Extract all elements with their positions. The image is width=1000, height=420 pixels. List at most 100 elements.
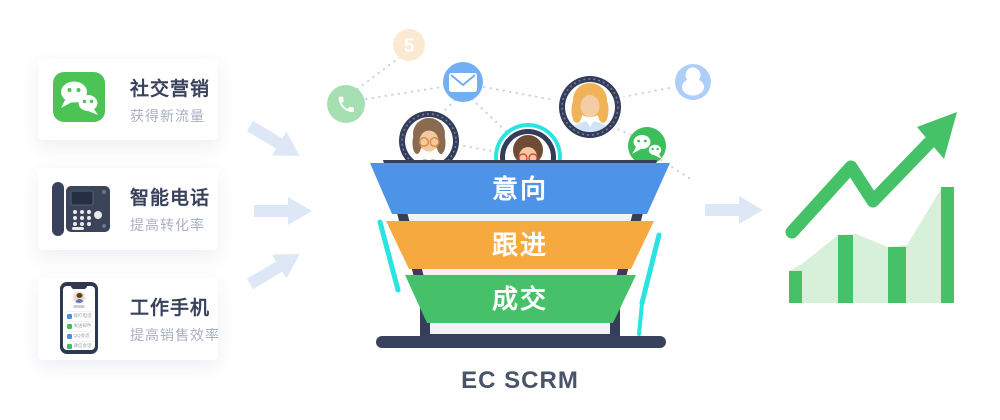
screen-glow-right-low bbox=[637, 301, 644, 336]
phone-menu-item: 微信会话 bbox=[66, 341, 93, 350]
work-phone-screen: 拨打电话 发送邮件 QQ会话 微信会话 bbox=[63, 286, 95, 350]
laptop-base bbox=[376, 336, 666, 348]
hair-side bbox=[597, 97, 609, 123]
glasses bbox=[419, 136, 430, 147]
flow-arrow-middle bbox=[254, 197, 312, 225]
mail-bubble bbox=[443, 62, 483, 102]
desk-phone-handset bbox=[52, 182, 64, 236]
growth-bar bbox=[789, 271, 802, 303]
desk-phone-keypad bbox=[73, 210, 102, 226]
wechat-eye bbox=[656, 147, 659, 151]
flow-arrow-output bbox=[705, 196, 763, 224]
screen-glow-left bbox=[377, 219, 401, 293]
wechat-eye bbox=[67, 88, 72, 92]
growth-bar bbox=[888, 247, 906, 303]
work-phone-icon: 拨打电话 发送邮件 QQ会话 微信会话 bbox=[60, 282, 98, 354]
wechat-eye bbox=[82, 99, 87, 104]
desk-phone-led bbox=[102, 224, 106, 228]
desk-phone-key-bar bbox=[72, 227, 84, 230]
phone-call-icon bbox=[327, 85, 365, 123]
flow-arrow-bottom bbox=[242, 242, 307, 297]
badge-5-label: 5 bbox=[404, 36, 415, 57]
growth-trend-line bbox=[785, 136, 936, 239]
growth-bar bbox=[838, 235, 853, 303]
collar bbox=[585, 119, 595, 127]
funnel-stage-deal-label: 成交 bbox=[492, 284, 548, 314]
phone-menu-item: 发送邮件 bbox=[66, 321, 93, 331]
growth-chart bbox=[785, 112, 957, 303]
channel-subtitle: 获得新流量 bbox=[130, 107, 205, 124]
qq-icon bbox=[67, 334, 72, 339]
avatar-dotted-ring bbox=[561, 78, 619, 136]
mail-icon bbox=[67, 324, 72, 329]
network-line bbox=[483, 86, 555, 101]
badge-5: 5 bbox=[393, 29, 425, 61]
phone-handset-glyph bbox=[338, 96, 355, 113]
hair-side bbox=[436, 132, 446, 154]
channel-card-work-phone: 拨打电话 发送邮件 QQ会话 微信会话 bbox=[38, 278, 220, 360]
envelope-body bbox=[449, 73, 477, 92]
channel-title: 工作手机 bbox=[130, 298, 211, 319]
wechat-eye bbox=[651, 147, 654, 151]
contact-avatar bbox=[72, 291, 86, 304]
avatar-person bbox=[568, 83, 612, 132]
network-line bbox=[622, 86, 675, 98]
avatar-dotted-ring bbox=[401, 113, 457, 169]
wechat-eye bbox=[637, 139, 640, 143]
desk-phone-icon bbox=[52, 182, 110, 236]
wechat-big-tail bbox=[632, 147, 641, 154]
channel-title: 智能电话 bbox=[130, 188, 211, 209]
wechat-icon bbox=[53, 72, 105, 122]
wechat-big-bubble bbox=[633, 135, 651, 149]
wechat-big-bubble bbox=[61, 81, 87, 103]
network-line bbox=[355, 56, 401, 91]
face bbox=[580, 95, 600, 117]
growth-arrow-head bbox=[917, 112, 957, 159]
app-5-icon bbox=[393, 29, 425, 61]
funnel-stage-followup-label: 跟进 bbox=[492, 230, 548, 260]
funnel: 意向 跟进 成交 bbox=[370, 163, 670, 323]
channel-subtitle: 提高销售效率 bbox=[130, 327, 220, 343]
phone-menu: 拨打电话 发送邮件 QQ会话 微信会话 bbox=[66, 311, 93, 350]
funnel-caption: EC SCRM bbox=[461, 367, 579, 394]
hair-side bbox=[571, 97, 583, 123]
qq-penguin-head bbox=[685, 67, 701, 83]
phone-notch bbox=[71, 286, 87, 289]
phone-menu-item: QQ会话 bbox=[66, 331, 93, 341]
wechat-icon bbox=[67, 344, 72, 349]
funnel-stage-intent-label: 意向 bbox=[492, 174, 548, 204]
wechat-small-tail bbox=[654, 154, 662, 159]
phone-menu-label: 拨打电话 bbox=[73, 313, 92, 319]
growth-area bbox=[789, 187, 954, 303]
phone-menu-label: QQ会话 bbox=[73, 333, 90, 339]
screen-glow-right bbox=[639, 232, 662, 306]
growth-bars bbox=[789, 187, 954, 303]
phone-menu-item: 拨打电话 bbox=[66, 311, 93, 321]
wechat-eye bbox=[644, 139, 647, 143]
flow-arrow-top bbox=[242, 113, 307, 168]
funnel-stage-followup bbox=[386, 221, 654, 269]
wechat-eye bbox=[89, 99, 94, 104]
glasses bbox=[429, 136, 440, 147]
call-icon bbox=[67, 314, 72, 319]
channel-title: 社交营销 bbox=[130, 78, 211, 100]
network-line bbox=[365, 86, 443, 100]
avatar-woman-blonde bbox=[555, 72, 625, 142]
contact-name-bar bbox=[73, 305, 85, 308]
channel-card-smart-phone: 智能电话 提高转化率 bbox=[38, 168, 218, 250]
wechat-big-tail bbox=[61, 100, 72, 108]
phone-menu-label: 发送邮件 bbox=[73, 323, 92, 329]
phone-call-bubble bbox=[327, 85, 365, 123]
network-line bbox=[463, 145, 498, 153]
desk-phone-screen bbox=[70, 190, 94, 206]
wechat-small-bubble bbox=[648, 144, 662, 156]
phone-menu-label: 微信会话 bbox=[73, 343, 92, 349]
channel-card-social-marketing: 社交营销 获得新流量 bbox=[38, 59, 218, 140]
wechat-small-bubble bbox=[78, 95, 98, 111]
qq-bubble bbox=[675, 64, 711, 100]
wechat-bubble bbox=[628, 127, 666, 165]
growth-bar bbox=[941, 187, 954, 303]
face bbox=[419, 130, 439, 152]
